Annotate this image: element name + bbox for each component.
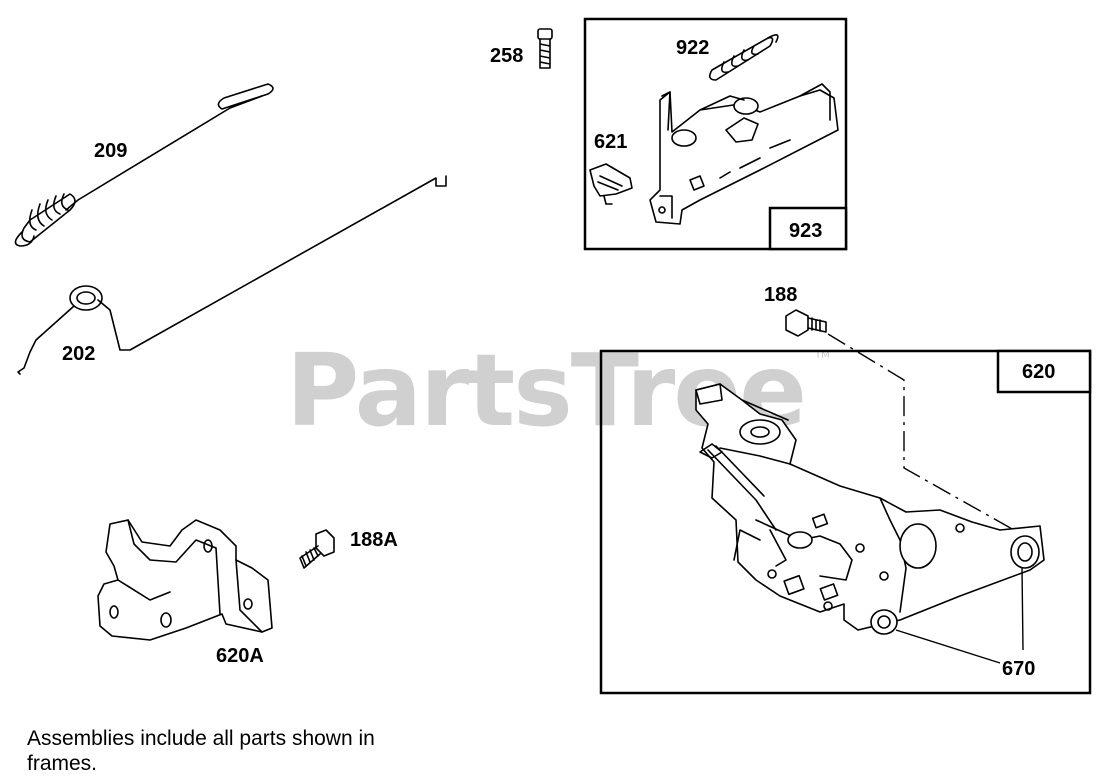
part-620A-bracket-plate bbox=[97, 519, 273, 641]
frame-923-tag bbox=[768, 206, 848, 251]
callout-258: 258 bbox=[490, 45, 523, 67]
callout-620A: 620A bbox=[216, 645, 264, 667]
callout-188A: 188A bbox=[350, 529, 398, 551]
frame-620-tag bbox=[996, 349, 1092, 394]
watermark-trademark: TM bbox=[814, 350, 830, 361]
callout-923: 923 bbox=[789, 220, 822, 242]
leader-188-to-hole bbox=[827, 333, 1015, 531]
part-209-spring-link bbox=[14, 83, 274, 247]
part-620-control-bracket bbox=[695, 383, 1045, 635]
part-202-governor-rod bbox=[17, 175, 447, 375]
callout-209: 209 bbox=[94, 140, 127, 162]
assembly-note-line-1: Assemblies include all parts shown in bbox=[27, 727, 375, 750]
assembly-note: Assemblies include all parts shown in fr… bbox=[27, 726, 487, 776]
leader-670-lower bbox=[895, 629, 1001, 664]
part-922-spring bbox=[708, 34, 779, 81]
part-188-screw bbox=[785, 309, 827, 337]
callout-670: 670 bbox=[1002, 658, 1035, 680]
frame-620 bbox=[599, 349, 1092, 695]
callout-922: 922 bbox=[676, 37, 709, 59]
part-621-clip bbox=[589, 163, 633, 205]
part-258-screw bbox=[537, 28, 553, 69]
frame-923 bbox=[583, 17, 848, 251]
assembly-note-line-2: frames. bbox=[27, 752, 98, 775]
part-188A-screw bbox=[299, 529, 335, 569]
callout-188: 188 bbox=[764, 284, 797, 306]
leader-670-upper bbox=[1021, 567, 1024, 651]
callout-621: 621 bbox=[594, 131, 627, 153]
callout-620: 620 bbox=[1022, 361, 1055, 383]
callout-202: 202 bbox=[62, 343, 95, 365]
part-923-control-bracket bbox=[649, 83, 839, 225]
